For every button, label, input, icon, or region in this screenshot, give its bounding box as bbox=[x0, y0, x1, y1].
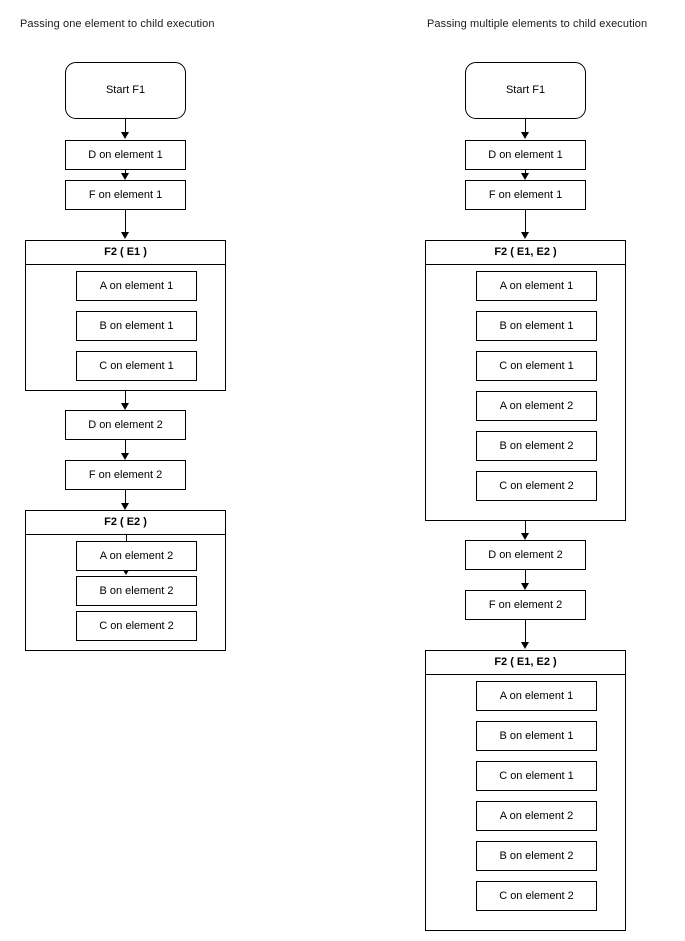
right-container-f2-second-item-2[interactable]: C on element 1 bbox=[476, 761, 597, 791]
left-connector-d1-to-f1 bbox=[125, 170, 126, 174]
left-container-f2-e1[interactable]: F2 ( E1 ) A on element 1 B on element 1 … bbox=[25, 240, 226, 391]
left-container-f2-e1-item-1[interactable]: B on element 1 bbox=[76, 311, 197, 341]
right-node-d-element-1[interactable]: D on element 1 bbox=[465, 140, 586, 170]
right-container-f2-second-item-5[interactable]: C on element 2 bbox=[476, 881, 597, 911]
left-node-f-element-1[interactable]: F on element 1 bbox=[65, 180, 186, 210]
right-container-f2-first-item-1[interactable]: B on element 1 bbox=[476, 311, 597, 341]
right-container-f2-first[interactable]: F2 ( E1, E2 ) A on element 1 B on elemen… bbox=[425, 240, 626, 521]
right-container-f2-first-item-0[interactable]: A on element 1 bbox=[476, 271, 597, 301]
left-arrowhead-f1-to-container1 bbox=[120, 232, 129, 239]
left-container-f2-e2-arrowhead-0-to-1 bbox=[122, 570, 129, 575]
right-arrowhead-d1-to-f1 bbox=[520, 173, 529, 180]
left-column-title: Passing one element to child execution bbox=[20, 18, 215, 30]
right-container-f2-second-item-1[interactable]: B on element 1 bbox=[476, 721, 597, 751]
left-container-f2-e1-item-0[interactable]: A on element 1 bbox=[76, 271, 197, 301]
right-container-f2-first-item-2[interactable]: C on element 1 bbox=[476, 351, 597, 381]
left-arrowhead-container1-to-d2 bbox=[120, 403, 129, 410]
right-connector-start-to-d1 bbox=[525, 119, 526, 133]
right-connector-container1-to-d2 bbox=[525, 521, 526, 535]
right-container-f2-first-item-3[interactable]: A on element 2 bbox=[476, 391, 597, 421]
right-container-f2-second-item-4[interactable]: B on element 2 bbox=[476, 841, 597, 871]
left-node-d-element-1[interactable]: D on element 1 bbox=[65, 140, 186, 170]
left-arrowhead-d2-to-f2 bbox=[120, 453, 129, 460]
right-node-f-element-1[interactable]: F on element 1 bbox=[465, 180, 586, 210]
right-arrowhead-start-to-d1 bbox=[520, 132, 529, 139]
left-connector-f1-to-container1 bbox=[125, 210, 126, 234]
right-connector-d1-to-f1 bbox=[525, 170, 526, 174]
right-container-f2-first-header: F2 ( E1, E2 ) bbox=[426, 241, 625, 265]
right-arrowhead-d2-to-f2 bbox=[520, 583, 529, 590]
right-connector-d2-to-f2 bbox=[525, 570, 526, 584]
right-container-f2-second-item-3[interactable]: A on element 2 bbox=[476, 801, 597, 831]
right-connector-f2-to-container2 bbox=[525, 620, 526, 644]
left-connector-start-to-d1 bbox=[125, 119, 126, 133]
left-node-d-element-2[interactable]: D on element 2 bbox=[65, 410, 186, 440]
left-node-f-element-2[interactable]: F on element 2 bbox=[65, 460, 186, 490]
right-container-f2-second[interactable]: F2 ( E1, E2 ) A on element 1 B on elemen… bbox=[425, 650, 626, 931]
right-container-f2-first-item-5[interactable]: C on element 2 bbox=[476, 471, 597, 501]
left-connector-f2-to-container2 bbox=[125, 490, 126, 506]
left-container-f2-e2-header: F2 ( E2 ) bbox=[26, 511, 225, 535]
left-container-f2-e1-header: F2 ( E1 ) bbox=[26, 241, 225, 265]
right-column-title: Passing multiple elements to child execu… bbox=[427, 18, 648, 30]
right-start-node[interactable]: Start F1 bbox=[465, 62, 586, 119]
right-arrowhead-container1-to-d2 bbox=[520, 533, 529, 540]
left-container-f2-e2-entry-connector bbox=[126, 535, 127, 541]
left-connector-container1-to-d2 bbox=[125, 391, 126, 405]
left-connector-d2-to-f2 bbox=[125, 440, 126, 454]
left-arrowhead-d1-to-f1 bbox=[120, 173, 129, 180]
right-arrowhead-f1-to-container1 bbox=[520, 232, 529, 239]
left-arrowhead-f2-to-container2 bbox=[120, 503, 129, 510]
right-arrowhead-f2-to-container2 bbox=[520, 642, 529, 649]
right-container-f2-first-item-4[interactable]: B on element 2 bbox=[476, 431, 597, 461]
left-start-node[interactable]: Start F1 bbox=[65, 62, 186, 119]
right-node-f-element-2[interactable]: F on element 2 bbox=[465, 590, 586, 620]
right-container-f2-second-item-0[interactable]: A on element 1 bbox=[476, 681, 597, 711]
left-container-f2-e2-item-0[interactable]: A on element 2 bbox=[76, 541, 197, 571]
right-container-f2-second-header: F2 ( E1, E2 ) bbox=[426, 651, 625, 675]
left-container-f2-e2-item-1[interactable]: B on element 2 bbox=[76, 576, 197, 606]
right-node-d-element-2[interactable]: D on element 2 bbox=[465, 540, 586, 570]
right-connector-f1-to-container1 bbox=[525, 210, 526, 234]
left-container-f2-e2-item-2[interactable]: C on element 2 bbox=[76, 611, 197, 641]
left-arrowhead-start-to-d1 bbox=[120, 132, 129, 139]
left-container-f2-e1-item-2[interactable]: C on element 1 bbox=[76, 351, 197, 381]
left-container-f2-e2[interactable]: F2 ( E2 ) A on element 2 B on element 2 … bbox=[25, 510, 226, 651]
